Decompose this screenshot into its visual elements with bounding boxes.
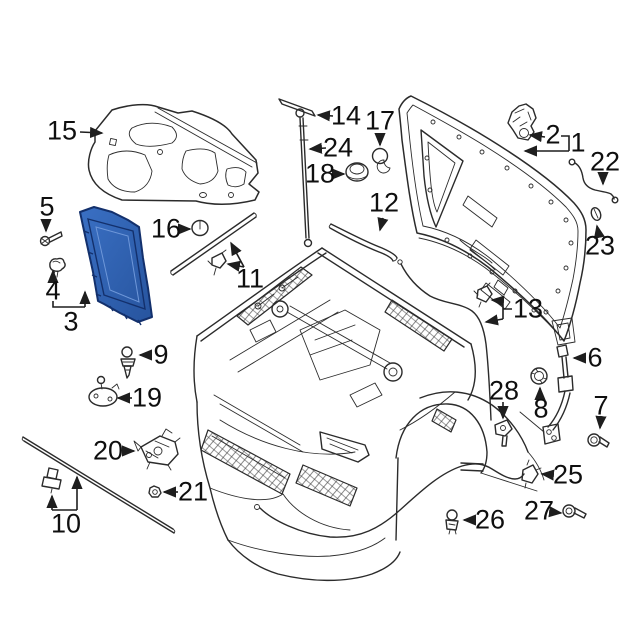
release-cable-25-drawing [254, 462, 525, 538]
callout-7: 7 [593, 390, 609, 421]
callout-8: 8 [533, 393, 549, 424]
clip-13-drawing [473, 282, 493, 308]
strip-14-drawing [278, 98, 316, 117]
support-rod-22-drawing [568, 158, 619, 204]
clip-10-drawing [41, 467, 62, 494]
callout-12: 12 [368, 187, 400, 218]
vehicle-front-body-drawing [193, 247, 545, 582]
callout-15: 15 [46, 115, 78, 146]
latch-striker-2-drawing [507, 103, 537, 141]
grommet-18-drawing [345, 162, 369, 182]
lift-support-strut-drawing [295, 108, 313, 248]
clip-26-drawing [445, 509, 459, 535]
nut-21-drawing [148, 485, 162, 498]
callout-16: 16 [150, 213, 182, 244]
callout-11: 11 [235, 263, 265, 294]
callout-14: 14 [330, 100, 362, 131]
callout-26: 26 [474, 504, 506, 535]
callout-4: 4 [45, 275, 61, 306]
grommet-16-drawing [191, 219, 209, 237]
leader-lines [40, 110, 609, 526]
stud-28-drawing [494, 419, 513, 447]
bolt-5-drawing [39, 231, 63, 247]
cord-13-drawing [397, 259, 492, 421]
callout-6: 6 [587, 342, 603, 373]
callout-21: 21 [177, 476, 209, 507]
callout-9: 9 [153, 339, 169, 370]
callout-13: 13 [512, 293, 544, 324]
callout-24: 24 [322, 132, 354, 163]
callout-18: 18 [304, 158, 336, 189]
bolt-7-drawing [587, 433, 610, 448]
hood-insulation-pad-drawing [87, 103, 260, 205]
molding-strip-11-drawing [170, 212, 257, 276]
seal-strip-10-drawing [21, 436, 176, 534]
clip-9-drawing [120, 346, 136, 379]
callout-3: 3 [63, 306, 79, 337]
grommet-17-drawing [371, 147, 391, 174]
bolt-27-drawing [562, 504, 587, 519]
clip-25-drawing [521, 459, 542, 489]
clip-11-drawing [207, 249, 227, 276]
callout-17: 17 [364, 105, 396, 136]
hinge-6-drawing [542, 317, 576, 445]
hood-latch-20-drawing [133, 428, 181, 471]
callout-10: 10 [50, 508, 82, 539]
callout-2: 2 [545, 119, 561, 150]
highlighted-panel-3-drawing [79, 206, 153, 326]
callout-27: 27 [523, 495, 555, 526]
callout-28: 28 [488, 375, 520, 406]
weatherstrip-12-drawing [328, 223, 398, 262]
bumper-19-drawing [88, 375, 120, 407]
callout-23: 23 [584, 230, 616, 261]
callout-20: 20 [92, 435, 124, 466]
callout-22: 22 [589, 146, 621, 177]
clip-4-drawing [49, 257, 66, 278]
callout-1: 1 [570, 127, 586, 158]
hood-panel-drawing [398, 95, 587, 342]
grommet-23-drawing [590, 207, 602, 221]
grommet-8-drawing [530, 367, 548, 385]
callout-5: 5 [39, 191, 55, 222]
callout-19: 19 [131, 382, 163, 413]
callout-25: 25 [552, 459, 584, 490]
